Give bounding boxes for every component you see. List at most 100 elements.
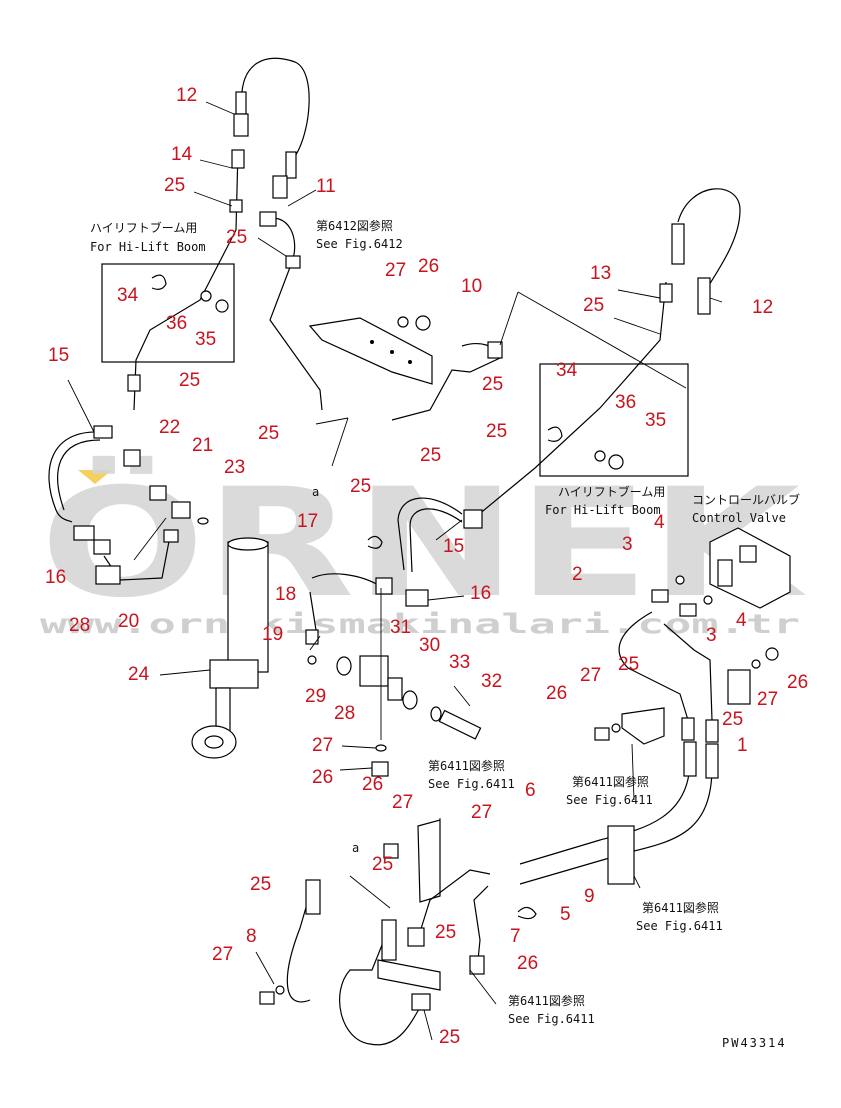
pipe-7 bbox=[419, 869, 491, 933]
washer-33 bbox=[430, 706, 442, 722]
leader-line bbox=[287, 189, 317, 207]
watermark-accent-mark bbox=[78, 470, 112, 484]
leader-line bbox=[617, 289, 661, 299]
union-fitting bbox=[231, 149, 245, 169]
leader-line bbox=[309, 635, 321, 651]
washer-27-top bbox=[397, 316, 409, 328]
reference-labels: ハイリフトブーム用 For Hi-Lift Boom 第6412図参照 See … bbox=[90, 218, 800, 1050]
fitting-22 bbox=[149, 485, 167, 501]
callout-number: 25 bbox=[164, 175, 185, 196]
hose-fitting bbox=[233, 113, 249, 137]
nut-35-right bbox=[608, 454, 624, 470]
washer-27-right bbox=[751, 659, 761, 669]
hose-fitting bbox=[235, 91, 247, 115]
fig6411-ref-a-en: See Fig.6411 bbox=[566, 793, 653, 807]
callout-number: 26 bbox=[787, 672, 808, 693]
callout-number: 2 bbox=[572, 564, 583, 585]
hose-6 bbox=[519, 759, 691, 865]
leader-line bbox=[67, 379, 95, 433]
leader-line bbox=[631, 743, 635, 801]
connector-line bbox=[517, 291, 687, 389]
leader-line bbox=[133, 517, 167, 561]
watermark: ÖRNEK www.ornekismakinalari.com.tr bbox=[40, 455, 806, 640]
hose-fitting bbox=[705, 743, 719, 779]
hose-15-fitting bbox=[93, 425, 113, 439]
control-valve-en: Control Valve bbox=[692, 511, 786, 525]
fitting-3-b bbox=[679, 603, 697, 617]
callout-number: 25 bbox=[482, 374, 503, 395]
bracket-6412 bbox=[308, 317, 433, 385]
pipe-11-nut bbox=[285, 255, 301, 269]
hi-lift-label-jp-right: ハイリフトブーム用 bbox=[558, 484, 665, 499]
union-fitting bbox=[229, 199, 243, 213]
callout-number: 25 bbox=[439, 1027, 460, 1048]
callout-number: 21 bbox=[192, 435, 213, 456]
hose-fitting bbox=[683, 741, 697, 777]
callout-number: 9 bbox=[584, 886, 595, 907]
hose-12-right bbox=[677, 188, 741, 291]
fig6411-ref-d-en: See Fig.6411 bbox=[508, 1012, 595, 1026]
callout-number: 4 bbox=[736, 610, 747, 631]
leader-line bbox=[315, 417, 349, 425]
callout-number: 28 bbox=[334, 703, 355, 724]
view-marker-a-bottom: a bbox=[352, 841, 359, 855]
callout-number: 25 bbox=[583, 295, 604, 316]
fitting-21 bbox=[171, 501, 191, 519]
leader-line bbox=[193, 191, 233, 207]
bolt-hole bbox=[370, 340, 374, 344]
leader-line bbox=[435, 519, 463, 541]
callout-number: 25 bbox=[722, 709, 743, 730]
callout-number: 3 bbox=[706, 625, 717, 646]
callout-number: 25 bbox=[258, 423, 279, 444]
callout-number: 13 bbox=[590, 263, 611, 284]
union bbox=[705, 719, 719, 743]
fig6412-en: See Fig.6412 bbox=[316, 237, 403, 251]
washer-27-lower bbox=[611, 723, 621, 733]
leader-line bbox=[257, 237, 287, 257]
elbow-10-body bbox=[487, 341, 503, 359]
pipe-17-end bbox=[375, 577, 393, 595]
hose-15-center-inner bbox=[409, 508, 463, 573]
callout-number: 5 bbox=[560, 904, 571, 925]
hi-lift-label-en-right: For Hi-Lift Boom bbox=[545, 503, 661, 517]
callout-number: 15 bbox=[48, 345, 69, 366]
union-fitting bbox=[123, 449, 141, 467]
cylinder-eye-hole bbox=[204, 735, 224, 749]
callout-number: 25 bbox=[372, 854, 393, 875]
pipe-8 bbox=[473, 885, 489, 961]
callout-number: 15 bbox=[443, 536, 464, 557]
hi-lift-label-en-left: For Hi-Lift Boom bbox=[90, 240, 206, 254]
callout-number: 25 bbox=[179, 370, 200, 391]
leader-line bbox=[469, 969, 497, 1005]
leader-line bbox=[423, 1009, 433, 1041]
callout-number: 26 bbox=[546, 683, 567, 704]
callout-number: 31 bbox=[390, 617, 411, 638]
hose-fitting bbox=[671, 223, 685, 265]
bracket-28-left bbox=[95, 565, 121, 585]
hose-12-left bbox=[241, 57, 310, 161]
connector-line bbox=[499, 291, 519, 346]
bolt-hole bbox=[408, 360, 412, 364]
callout-number: 8 bbox=[246, 926, 257, 947]
pipe-20-fitting bbox=[163, 529, 179, 543]
bracket-right bbox=[727, 669, 751, 705]
callout-numbers: 12 14 25 11 25 27 26 34 36 35 10 13 25 1… bbox=[45, 85, 808, 1048]
oring-4-a bbox=[675, 575, 685, 585]
nut-26-top bbox=[415, 315, 431, 331]
callout-number: 23 bbox=[224, 457, 245, 478]
clamp-34-right bbox=[547, 426, 563, 442]
callout-number: 18 bbox=[275, 584, 296, 605]
leader-line bbox=[159, 669, 211, 676]
callout-number: 11 bbox=[316, 176, 336, 197]
pipe-2 bbox=[618, 611, 689, 721]
fitting-3-a bbox=[651, 589, 669, 603]
callout-number: 14 bbox=[171, 144, 193, 165]
union-fitting bbox=[127, 374, 141, 392]
fig6411-ref-b-jp: 第6411図参照 bbox=[428, 758, 505, 773]
bracket-6411-mid bbox=[621, 707, 665, 745]
callout-number: 25 bbox=[618, 654, 639, 675]
callout-number: 36 bbox=[615, 392, 636, 413]
pipe-14 bbox=[133, 149, 239, 411]
callout-number: 16 bbox=[470, 583, 491, 604]
